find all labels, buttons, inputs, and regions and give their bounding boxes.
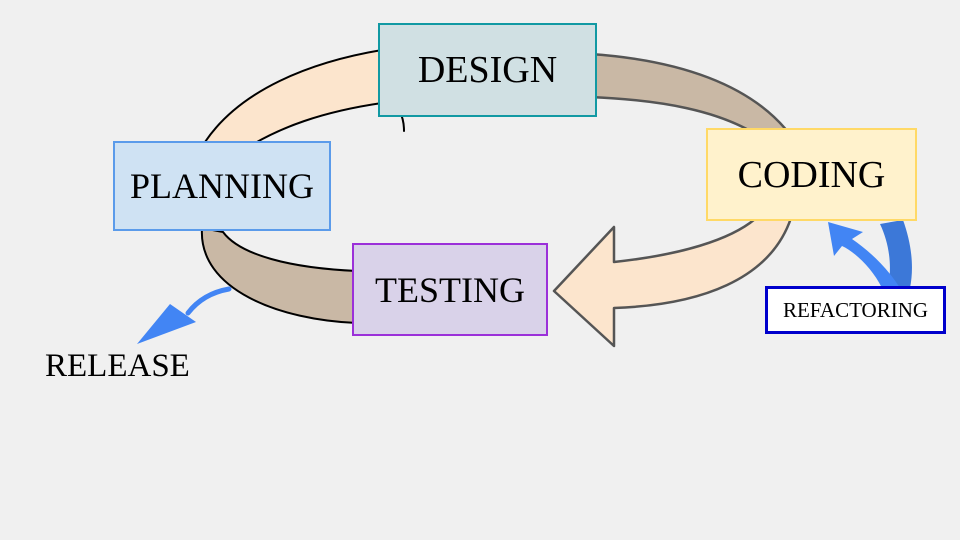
band-design-to-coding xyxy=(588,52,790,140)
stage-design: DESIGN xyxy=(378,23,597,117)
stage-planning: PLANNING xyxy=(113,141,331,231)
refactoring-label: REFACTORING xyxy=(782,297,929,322)
stage-testing: TESTING xyxy=(352,243,548,336)
band-planning-to-design xyxy=(204,49,383,147)
coding-to-testing-arrow xyxy=(552,216,793,348)
refactor-loop-dark-arrow xyxy=(880,220,912,288)
band-planning-to-testing xyxy=(200,227,358,324)
stage-coding-label: CODING xyxy=(737,153,886,196)
release-arrow xyxy=(185,286,232,316)
release-label: RELEASE xyxy=(45,348,190,384)
stage-testing-label: TESTING xyxy=(375,269,525,310)
refactoring-box: REFACTORING xyxy=(765,286,946,334)
stage-coding: CODING xyxy=(706,128,917,221)
stage-design-label: DESIGN xyxy=(417,49,558,91)
stage-planning-label: PLANNING xyxy=(130,166,314,206)
refactor-loop-arrow xyxy=(828,222,900,288)
release-arrow-head xyxy=(137,304,196,344)
